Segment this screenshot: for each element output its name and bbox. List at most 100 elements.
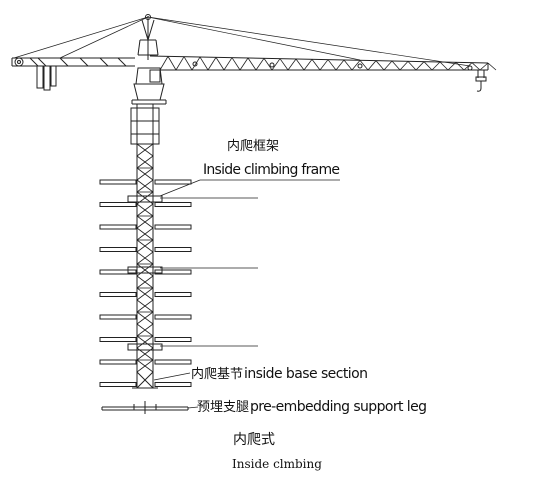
mast-brace <box>136 299 154 313</box>
pendant-cables <box>13 16 471 67</box>
tower-head <box>137 14 159 60</box>
jib-brace <box>223 57 233 71</box>
label-frame-cn: 内爬框架 <box>227 138 279 154</box>
climbing-frames <box>127 195 163 351</box>
floor-slab-right <box>154 224 192 230</box>
jib-brace <box>383 60 393 71</box>
label-leg-cn: 预埋支腿 <box>197 400 249 415</box>
slewing-section <box>131 67 167 105</box>
mast-brace <box>136 359 154 373</box>
mast-brace <box>136 275 154 289</box>
floor-slab-left <box>99 224 137 230</box>
floor-slab-right <box>154 337 192 342</box>
jib-brace <box>487 62 497 71</box>
jib-brace <box>303 59 313 71</box>
floor-slab-right <box>154 314 192 320</box>
jib-brace <box>455 62 465 71</box>
jib-brace <box>263 58 273 71</box>
floor-slab-right <box>154 247 192 252</box>
floor-slabs <box>99 179 192 387</box>
caption-cn: 内爬式 <box>233 432 275 448</box>
jib-brace <box>399 61 409 71</box>
hook <box>475 70 487 92</box>
jib-brace <box>359 60 369 71</box>
jib-brace <box>423 61 433 71</box>
mast-brace <box>136 167 154 181</box>
counter-jib <box>11 57 135 67</box>
floor-slab-left <box>99 247 137 252</box>
jib-brace <box>175 56 185 71</box>
jib-brace <box>407 61 417 71</box>
jib-brace <box>279 58 289 71</box>
jib-brace <box>215 57 225 71</box>
jib-brace <box>231 57 241 71</box>
jib-brace <box>479 62 489 71</box>
floor-slab-left <box>99 314 137 320</box>
floor-slab-right <box>154 179 192 185</box>
label-leg-en: pre-embedding support leg <box>250 399 427 415</box>
mast-brace <box>136 311 154 325</box>
mast-brace <box>136 179 154 193</box>
counterweight-blocks <box>36 65 57 91</box>
mast-brace <box>136 155 154 169</box>
jib-brace <box>255 58 265 71</box>
main-jib <box>149 55 497 71</box>
label-base-cn: 内爬基节 <box>191 366 243 382</box>
jib-brace <box>183 56 193 71</box>
tower-mast <box>130 104 160 388</box>
jib-brace <box>447 62 457 71</box>
jib-brace <box>311 59 321 71</box>
crane-drawing <box>11 14 497 414</box>
jib-brace <box>343 59 353 71</box>
floor-slab-left <box>99 382 137 387</box>
mast-brace <box>136 143 154 157</box>
mast-brace <box>136 239 154 253</box>
jib-brace <box>439 61 449 71</box>
jib-brace <box>207 57 217 71</box>
jib-brace <box>431 61 441 71</box>
floor-slab-left <box>99 337 137 342</box>
label-base-en: inside base section <box>244 366 368 382</box>
jib-brace <box>271 58 281 71</box>
jib-brace <box>351 60 361 71</box>
mast-brace <box>136 263 154 277</box>
jib-brace <box>375 60 385 71</box>
floor-slab-right <box>154 382 192 387</box>
mast-brace <box>136 251 154 265</box>
inside-base-section <box>132 371 158 389</box>
mast-brace <box>136 203 154 217</box>
floor-slab-left <box>99 359 137 365</box>
leader-lines <box>153 179 340 409</box>
mast-brace <box>136 323 154 337</box>
support-leg <box>101 401 189 414</box>
mast-brace <box>136 335 154 349</box>
floor-slab-right <box>154 202 192 207</box>
jib-brace <box>287 58 297 71</box>
floor-slab-left <box>99 202 137 207</box>
jib-brace <box>327 59 337 71</box>
jib-brace <box>391 60 401 71</box>
jib-brace <box>167 56 177 71</box>
jib-brace <box>247 57 257 71</box>
jib-brace <box>199 56 209 71</box>
label-frame-en: Inside climbing frame <box>203 162 340 178</box>
jib-brace <box>319 59 329 71</box>
mast-brace <box>136 227 154 241</box>
jib-brace <box>191 56 201 71</box>
floor-slab-left <box>99 269 137 275</box>
jib-brace <box>335 59 345 71</box>
floor-slab-right <box>154 269 192 275</box>
jib-brace <box>367 60 377 71</box>
floor-slab-left <box>99 179 137 185</box>
mast-brace <box>136 215 154 229</box>
mast-brace <box>136 287 154 301</box>
jib-brace <box>415 61 425 71</box>
jib-brace <box>159 56 169 71</box>
jib-brace <box>463 62 473 71</box>
jib-brace <box>239 57 249 71</box>
jib-brace <box>471 62 481 71</box>
floor-slab-left <box>99 292 137 297</box>
jib-brace <box>295 58 305 71</box>
floor-slab-right <box>154 292 192 297</box>
